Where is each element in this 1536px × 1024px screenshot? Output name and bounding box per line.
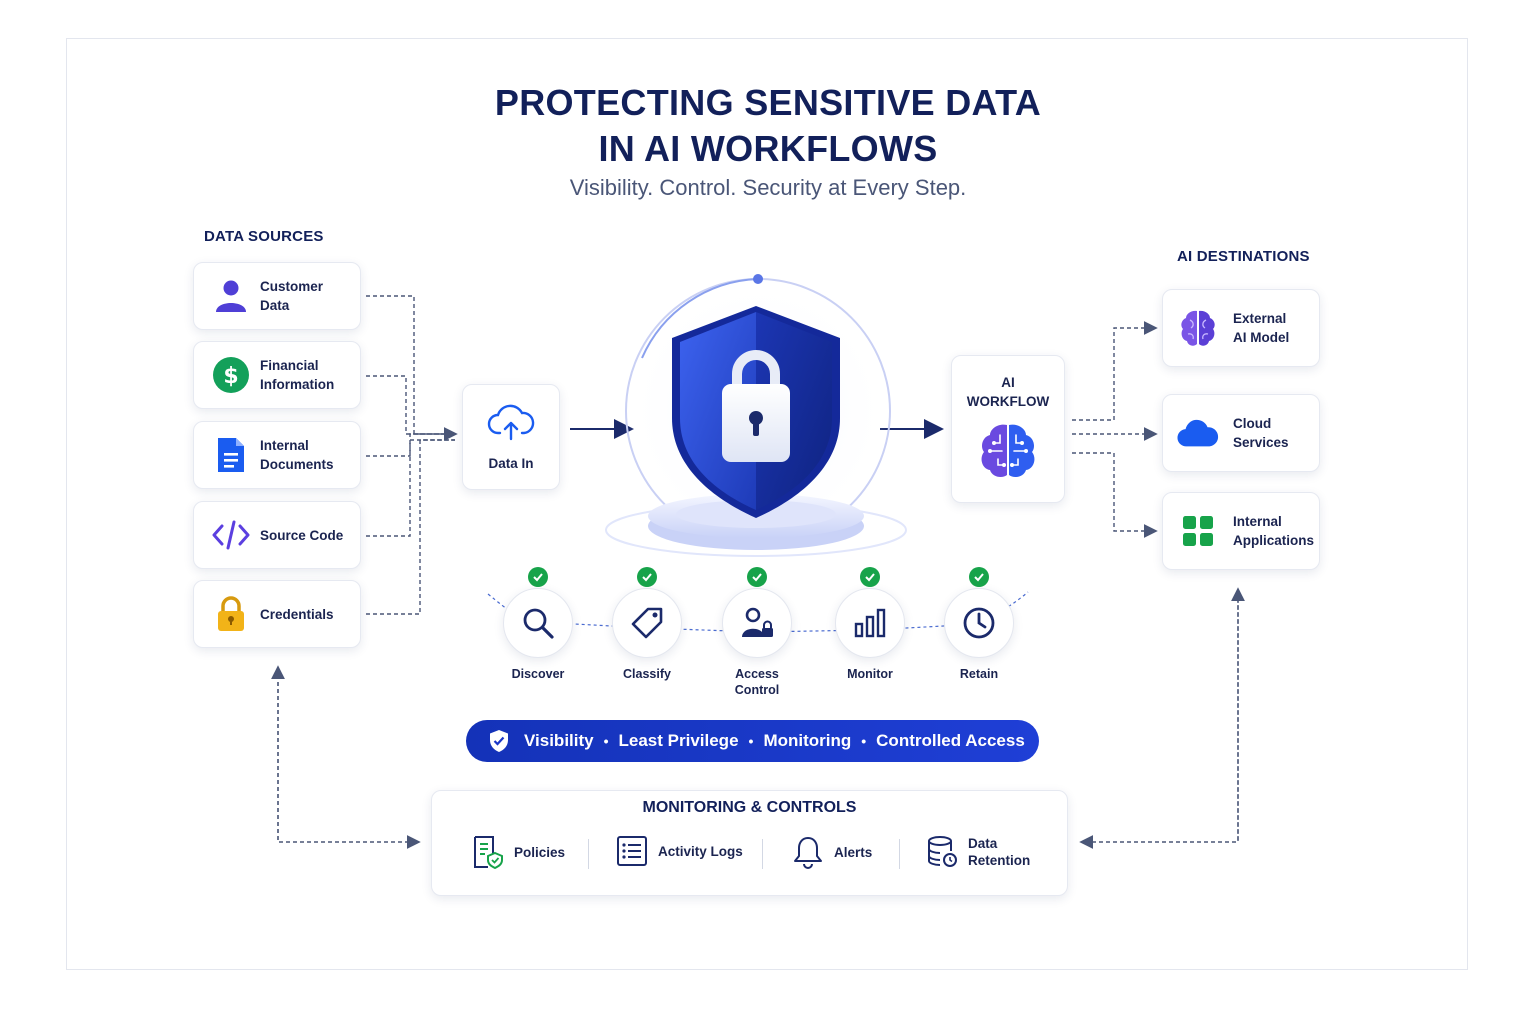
cloud-upload-icon: [487, 401, 535, 446]
monitoring-title: MONITORING & CONTROLS: [642, 799, 857, 816]
step-classify[interactable]: Classify: [592, 567, 702, 682]
source-card-credentials[interactable]: Credentials: [193, 580, 361, 648]
source-label: Source Code: [260, 527, 344, 543]
divider: [899, 839, 900, 869]
step-label: Monitor: [847, 667, 893, 681]
data-in-card[interactable]: Data In: [462, 384, 560, 490]
source-card-source-code[interactable]: Source Code: [193, 501, 361, 569]
principles-banner: Visibility • Least Privilege • Monitorin…: [466, 720, 1039, 762]
banner-item-monitoring: Monitoring: [763, 731, 852, 750]
monitor-label: Policies: [514, 844, 566, 860]
user-icon: [212, 277, 250, 315]
step-label: Discover: [511, 667, 565, 681]
divider: [762, 839, 763, 869]
ai-destinations-heading: AI DESTINATIONS: [1177, 248, 1310, 265]
monitor-item-policies[interactable]: Policies: [472, 835, 565, 869]
list-icon: [617, 836, 647, 866]
clock-icon: [963, 607, 995, 639]
step-monitor[interactable]: Monitor: [815, 567, 925, 682]
database-icon: [928, 836, 957, 867]
source-label: Credentials: [260, 606, 334, 622]
check-icon: [528, 567, 548, 587]
monitor-label: Activity Logs: [658, 843, 743, 859]
check-icon: [860, 567, 880, 587]
shield-lock-illustration: [605, 274, 907, 557]
magnifier-icon: [523, 608, 554, 639]
banner-separator: •: [603, 733, 609, 749]
step-discover[interactable]: Discover: [483, 567, 593, 682]
bell-icon: [794, 837, 822, 869]
document-icon: [212, 436, 250, 474]
banner-separator: •: [748, 733, 754, 749]
page-subtitle: Visibility. Control. Security at Every S…: [569, 175, 967, 200]
step-label: Classify: [623, 667, 671, 681]
data-sources-heading: DATA SOURCES: [204, 228, 324, 245]
page-title: PROTECTING SENSITIVE DATA IN AI WORKFLOW…: [494, 82, 1042, 169]
shield-check-icon: [490, 730, 508, 752]
monitoring-controls-panel: MONITORING & CONTROLS Policies Activity …: [431, 790, 1068, 896]
banner-item-least-privilege: Least Privilege: [618, 731, 739, 750]
cloud-icon: [1177, 412, 1219, 454]
monitor-label: Alerts: [834, 844, 873, 860]
tag-icon: [631, 607, 663, 639]
banner-separator: •: [861, 733, 867, 749]
check-icon: [637, 567, 657, 587]
divider: [588, 839, 589, 869]
padlock-icon: [212, 595, 250, 633]
data-in-label: Data In: [488, 456, 534, 471]
check-icon: [747, 567, 767, 587]
brain-circuit-icon: [976, 421, 1040, 486]
banner-item-visibility: Visibility: [524, 731, 594, 750]
apps-grid-icon: [1177, 510, 1219, 552]
step-retain[interactable]: Retain: [924, 567, 1034, 682]
check-icon: [969, 567, 989, 587]
dollar-icon: $: [212, 356, 250, 394]
monitor-item-activity-logs[interactable]: Activity Logs: [616, 835, 743, 867]
user-lock-icon: [742, 607, 773, 637]
code-icon: [212, 516, 250, 554]
step-label: Retain: [959, 667, 999, 681]
banner-item-controlled-access: Controlled Access: [876, 731, 1025, 750]
brain-icon: [1177, 307, 1219, 349]
bar-chart-icon: [854, 608, 886, 638]
monitor-item-alerts[interactable]: Alerts: [792, 835, 872, 869]
policy-doc-icon: [474, 836, 503, 869]
svg-text:$: $: [223, 364, 238, 389]
